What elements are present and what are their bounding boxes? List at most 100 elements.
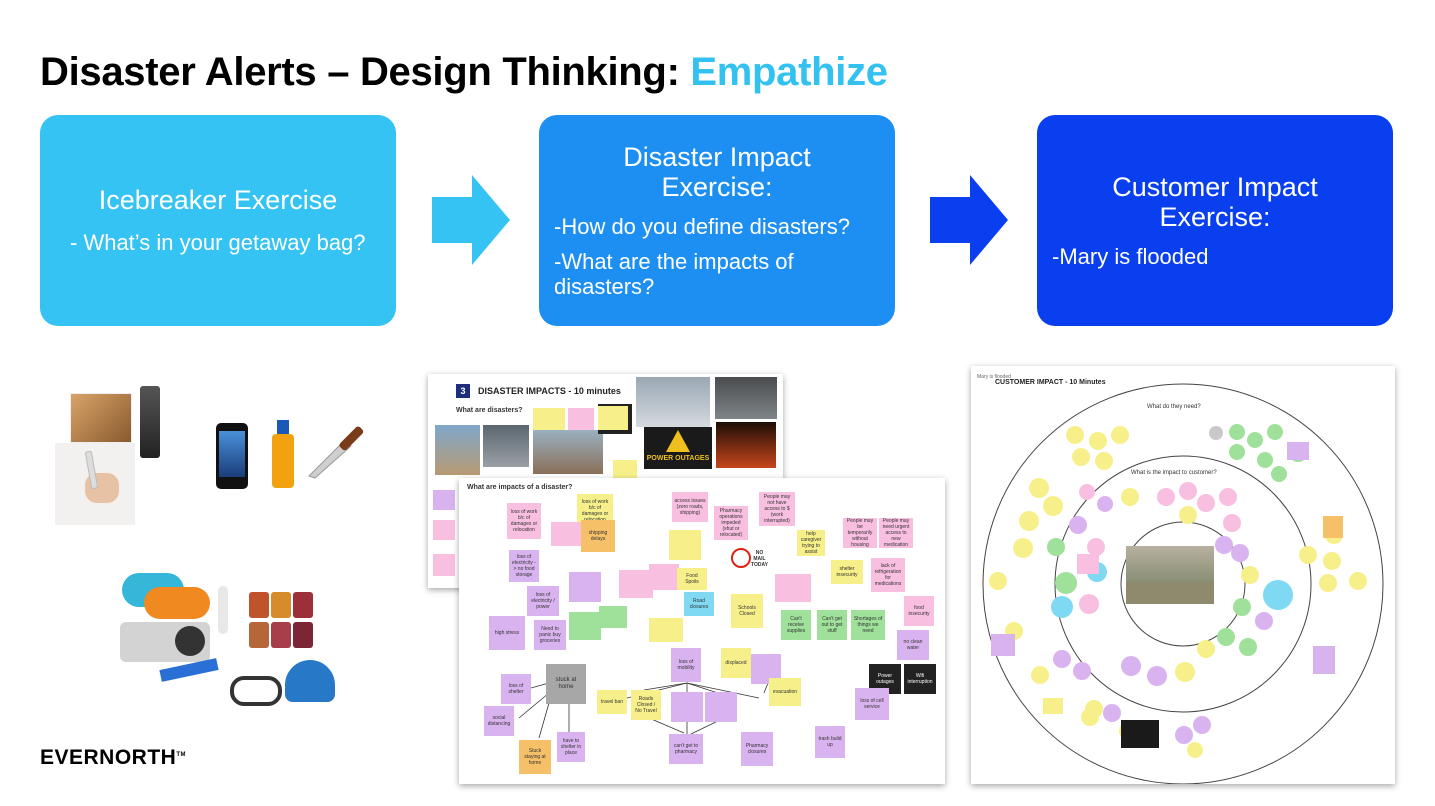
sticky-note: Need to panic buy groceries (534, 620, 566, 650)
sticky-note: loss of electricity / power (527, 586, 559, 616)
sticky-note: Pharmacy closures (741, 732, 773, 766)
wrecked-house-photo (533, 430, 603, 474)
sticky-note (433, 490, 455, 510)
sticky-note (599, 606, 627, 628)
flip-phone-photo (140, 386, 160, 458)
toothbrush-hand-photo (55, 443, 135, 525)
spoon-photo (218, 586, 228, 634)
damage-photo (435, 425, 480, 475)
disaster-impact-heading-2: Exercise: (661, 172, 773, 202)
sticky-note: loss of mobility (671, 648, 701, 682)
sticky-note: loss of electricity -> no food storage (509, 550, 539, 582)
sticky-note: Schools Closed (731, 594, 763, 628)
sticky-note (669, 530, 701, 560)
helmet-photo (285, 660, 335, 702)
sticky-note: help caregiver trying to assist (797, 530, 825, 556)
board-number: 3 (456, 384, 470, 398)
customer-impact-heading-2: Exercise: (1159, 202, 1271, 232)
sticky-note: displaced (721, 648, 751, 678)
sticky-note: food insecurity (904, 596, 934, 626)
sticky-note: Roads Closed / No Travel (631, 690, 661, 720)
board-corner-label: Mary is flooded (977, 374, 1011, 380)
sticky-note (533, 408, 565, 430)
sticky-note: social distancing (484, 706, 514, 736)
disaster-impact-question-1: -How do you define disasters? (554, 214, 850, 239)
sticky-note: shelter insecurity (831, 560, 863, 584)
pillows-photo (122, 573, 212, 619)
sticky-note (1077, 554, 1099, 574)
board-question-impacts: What are impacts of a disaster? (467, 484, 573, 491)
evernorth-logo: EVERNORTHTM (40, 746, 186, 770)
sticky-note: loss of shelter (501, 674, 531, 704)
sticky-note: can't get to pharmacy (669, 734, 703, 764)
board-title: DISASTER IMPACTS - 10 minutes (478, 386, 621, 396)
impacts-of-disaster-board: What are impacts of a disaster? loss of … (459, 478, 945, 784)
sticky-note (649, 564, 679, 590)
sticky-note (1313, 646, 1335, 674)
question-outer-ring: What do they need? (1147, 404, 1201, 410)
sticky-note: no clean water (897, 630, 929, 660)
sticky-note (1287, 442, 1309, 460)
disaster-impact-question-2b: disasters? (554, 274, 655, 299)
sticky-note: shipping delays (581, 520, 615, 552)
disaster-impact-exercise-box: Disaster Impact Exercise: -How do you de… (539, 115, 895, 326)
sticky-note: loss of cell service (855, 688, 889, 720)
sticky-note (551, 522, 583, 546)
sticky-note (1121, 720, 1159, 748)
sticky-note (991, 634, 1015, 656)
headlamp-photo (230, 676, 282, 706)
sticky-note (1043, 698, 1063, 714)
question-middle-ring: What is the impact to customer? (1131, 470, 1217, 476)
arrow-right-icon (930, 175, 1008, 265)
power-outages-label: POWER OUTAGES (646, 455, 710, 462)
arrow-right-icon (432, 175, 510, 265)
customer-impact-board: Mary is flooded CUSTOMER IMPACT - 10 Min… (971, 366, 1395, 784)
icebreaker-heading: Icebreaker Exercise (98, 185, 338, 215)
sticky-note (775, 574, 811, 602)
tornado-photo (483, 425, 529, 467)
sticky-note (598, 406, 628, 430)
sunscreen-photo (270, 420, 296, 488)
icebreaker-question: - What’s in your getaway bag? (70, 230, 366, 255)
icebreaker-exercise-box: Icebreaker Exercise - What’s in your get… (40, 115, 396, 326)
customer-impact-exercise-box: Customer Impact Exercise: -Mary is flood… (1037, 115, 1393, 326)
sticky-note: People may need urgent access to new med… (879, 518, 913, 548)
disaster-impact-question-2: -What are the impacts of (554, 249, 794, 274)
sticky-note: access issues (zero roads, shipping) (672, 492, 708, 522)
tornado-road-photo (715, 377, 777, 419)
pouch-photo (120, 622, 210, 662)
sticky-note (705, 692, 737, 722)
sticky-note (671, 692, 703, 722)
no-mail-sign: NO MAIL TODAY (729, 546, 768, 572)
slide-title-accent: Empathize (690, 50, 888, 94)
sticky-note: People may not have access to $ (work in… (759, 492, 795, 526)
logo-text: EVERNORTH (40, 746, 177, 769)
sticky-note (569, 612, 601, 640)
customer-impact-prompt: -Mary is flooded (1052, 244, 1209, 269)
sticky-note: Pharmacy operations impeded (shut or rel… (714, 506, 748, 540)
sticky-note (433, 520, 455, 540)
sticky-note (568, 408, 594, 430)
sticky-note (433, 554, 455, 576)
sticky-note: evacuation (769, 678, 801, 706)
sticky-note: Can't get out to get stuff (817, 610, 847, 640)
jars-photo (249, 592, 313, 650)
sticky-note: travel ban (597, 690, 627, 714)
sticky-note (613, 460, 637, 478)
sticky-note: Wifi interruption (904, 664, 936, 694)
power-outages-photo: POWER OUTAGES (644, 427, 712, 469)
sticky-note: People may be temporarily without housin… (843, 518, 877, 548)
sticky-note (569, 572, 601, 602)
sticky-note: high stress (489, 616, 525, 650)
sticky-note: Shortages of things we need (851, 610, 885, 640)
iphone-photo (216, 423, 248, 489)
flood-photo (1126, 546, 1214, 604)
wildfire-photo (716, 422, 776, 468)
kittens-photo (70, 393, 132, 443)
sticky-note (619, 570, 653, 598)
customer-board-title: CUSTOMER IMPACT - 10 Minutes (995, 379, 1106, 386)
sticky-note (649, 618, 683, 642)
sticky-note (1323, 516, 1343, 538)
knife-photo (308, 426, 364, 479)
sticky-note: have to shelter in place (557, 732, 585, 762)
